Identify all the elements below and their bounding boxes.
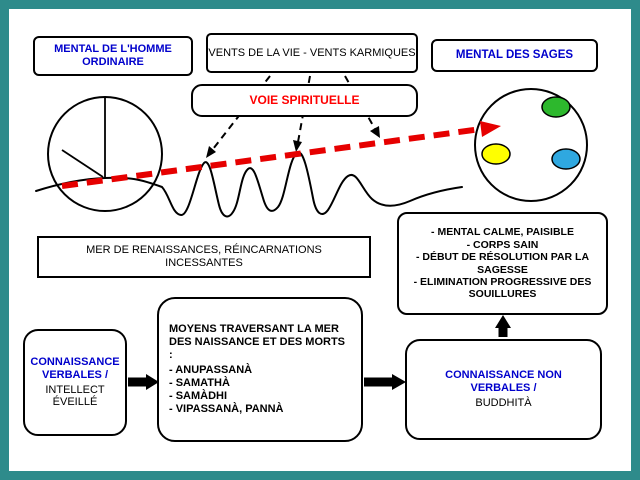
box-nonverbal-knowledge: CONNAISSANCE NON VERBALES / BUDDHITÀ — [405, 339, 602, 440]
box-spiritual-path: VOIE SPIRITUELLE — [191, 84, 418, 117]
means-item: - ANUPASSANÀ — [169, 364, 253, 377]
flow-arrows — [128, 315, 511, 390]
box-karmic-winds: VENTS DE LA VIE - VENTS KARMIQUES — [206, 33, 418, 73]
box-verbal-knowledge: CONNAISSANCE VERBALES / INTELLECT ÉVEILL… — [23, 329, 127, 436]
karmic-winds-label: VENTS DE LA VIE - VENTS KARMIQUES — [208, 46, 416, 59]
nonverbal-knowledge-title: CONNAISSANCE NON VERBALES / — [445, 369, 562, 395]
means-item: - SAMATHÀ — [169, 376, 230, 389]
red-progress-arrowhead — [480, 121, 501, 137]
sage-mind-label: MENTAL DES SAGES — [455, 48, 574, 61]
sea-of-rebirths-label: MER DE RENAISSANCES, RÉINCARNATIONS INCE… — [86, 244, 322, 269]
yellow-dot — [481, 143, 511, 165]
blue-dot — [551, 148, 581, 170]
verbal-knowledge-subtitle: INTELLECT ÉVEILLÉ — [45, 383, 105, 409]
means-title: MOYENS TRAVERSANT LA MER DES NAISSANCE E… — [169, 323, 346, 362]
box-results: - MENTAL CALME, PAISIBLE - CORPS SAIN - … — [397, 212, 608, 315]
box-ordinary-mind: MENTAL DE L'HOMME ORDINAIRE — [33, 36, 193, 76]
verbal-knowledge-title: CONNAISSANCE VERBALES / — [30, 355, 120, 381]
means-item: - SAMÀDHI — [169, 389, 228, 402]
means-item: - VIPASSANÀ, PANNÀ — [169, 402, 284, 415]
red-progress-arrow — [61, 126, 482, 189]
ordinary-mind-label: MENTAL DE L'HOMME ORDINAIRE — [54, 43, 172, 68]
results-line: - ELIMINATION PROGRESSIVE DES SOUILLURES — [413, 275, 592, 301]
green-dot — [541, 96, 571, 118]
box-means-of-crossing: MOYENS TRAVERSANT LA MER DES NAISSANCE E… — [157, 297, 363, 442]
spiritual-path-label: VOIE SPIRITUELLE — [249, 93, 360, 108]
box-sage-mind: MENTAL DES SAGES — [431, 39, 598, 72]
sea-wave-line — [35, 151, 463, 218]
results-line: - DÉBUT DE RÉSOLUTION PAR LA SAGESSE — [415, 251, 590, 276]
circle-divider-diagonal — [61, 149, 104, 178]
karmic-wind-arrowheads — [206, 126, 380, 158]
nonverbal-knowledge-subtitle: BUDDHITÀ — [475, 396, 532, 409]
box-sea-of-rebirths: MER DE RENAISSANCES, RÉINCARNATIONS INCE… — [37, 236, 371, 278]
results-line: - CORPS SAIN — [466, 238, 539, 251]
results-line: - MENTAL CALME, PAISIBLE — [431, 226, 574, 239]
